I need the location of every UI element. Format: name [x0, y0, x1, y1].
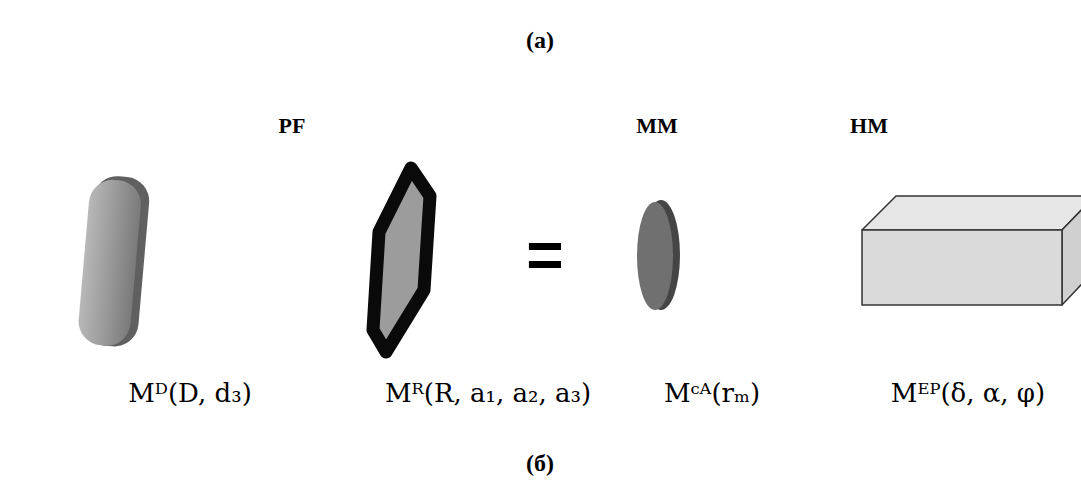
- formula-label: Mᴱᴾ(δ, α, φ): [891, 379, 1045, 408]
- medium-disc: [637, 200, 680, 310]
- formula-label: Mᴰ(D, d₃): [128, 379, 252, 408]
- disk-retarder: [77, 174, 152, 349]
- formula-label: Mᴿ(R, a₁, a₂, a₃): [385, 379, 591, 408]
- group-label: MM: [636, 114, 678, 138]
- caption-label: (б): [526, 450, 554, 476]
- equals-sign: =: [526, 220, 563, 290]
- homogeneous-medium-box: [862, 196, 1081, 305]
- rotator-element: [373, 168, 430, 352]
- formula-label: Mᶜᴬ(rₘ): [664, 379, 760, 408]
- group-label: PF: [279, 114, 306, 138]
- group-label: HM: [850, 114, 888, 138]
- caption-label: (а): [526, 27, 554, 53]
